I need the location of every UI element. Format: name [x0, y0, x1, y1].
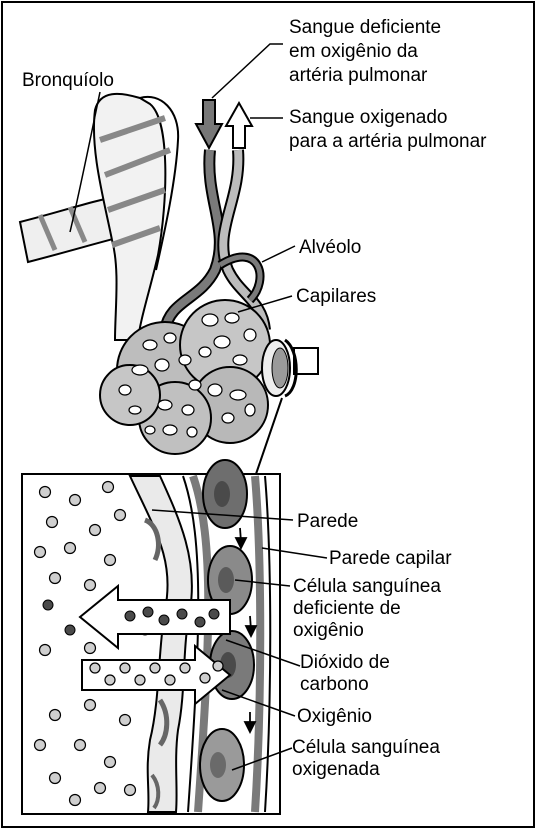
inset-panel [22, 460, 280, 814]
label-oxygenated-blood-line1: Sangue oxigenado [289, 107, 447, 128]
label-deoxygenated-blood-line2: em oxigênio da [289, 41, 418, 62]
label-carbon-dioxide-line1: Dióxido de [300, 652, 390, 673]
label-capillaries: Capilares [296, 286, 376, 307]
label-carbon-dioxide-line2: carbono [300, 674, 369, 695]
label-deoxygenated-blood-line1: Sangue deficiente [289, 17, 441, 38]
label-oxygenated-blood-line2: para a artéria pulmonar [289, 131, 487, 152]
label-deoxygenated-blood-line3: artéria pulmonar [289, 65, 428, 86]
label-capillary-wall: Parede capilar [329, 548, 452, 569]
label-oxygenated-cell-line1: Célula sanguínea [292, 737, 440, 758]
label-deoxygenated-cell-line2: deficiente de [293, 598, 401, 619]
label-deoxygenated-cell-line1: Célula sanguínea [293, 576, 441, 597]
label-alveolus: Alvéolo [299, 237, 361, 258]
label-deoxygenated-cell-line3: oxigênio [293, 620, 364, 641]
label-oxygenated-cell-line2: oxigenada [292, 759, 380, 780]
label-bronchiole: Bronquíolo [22, 70, 114, 91]
label-wall: Parede [297, 511, 358, 532]
label-oxygen: Oxigênio [297, 706, 372, 727]
